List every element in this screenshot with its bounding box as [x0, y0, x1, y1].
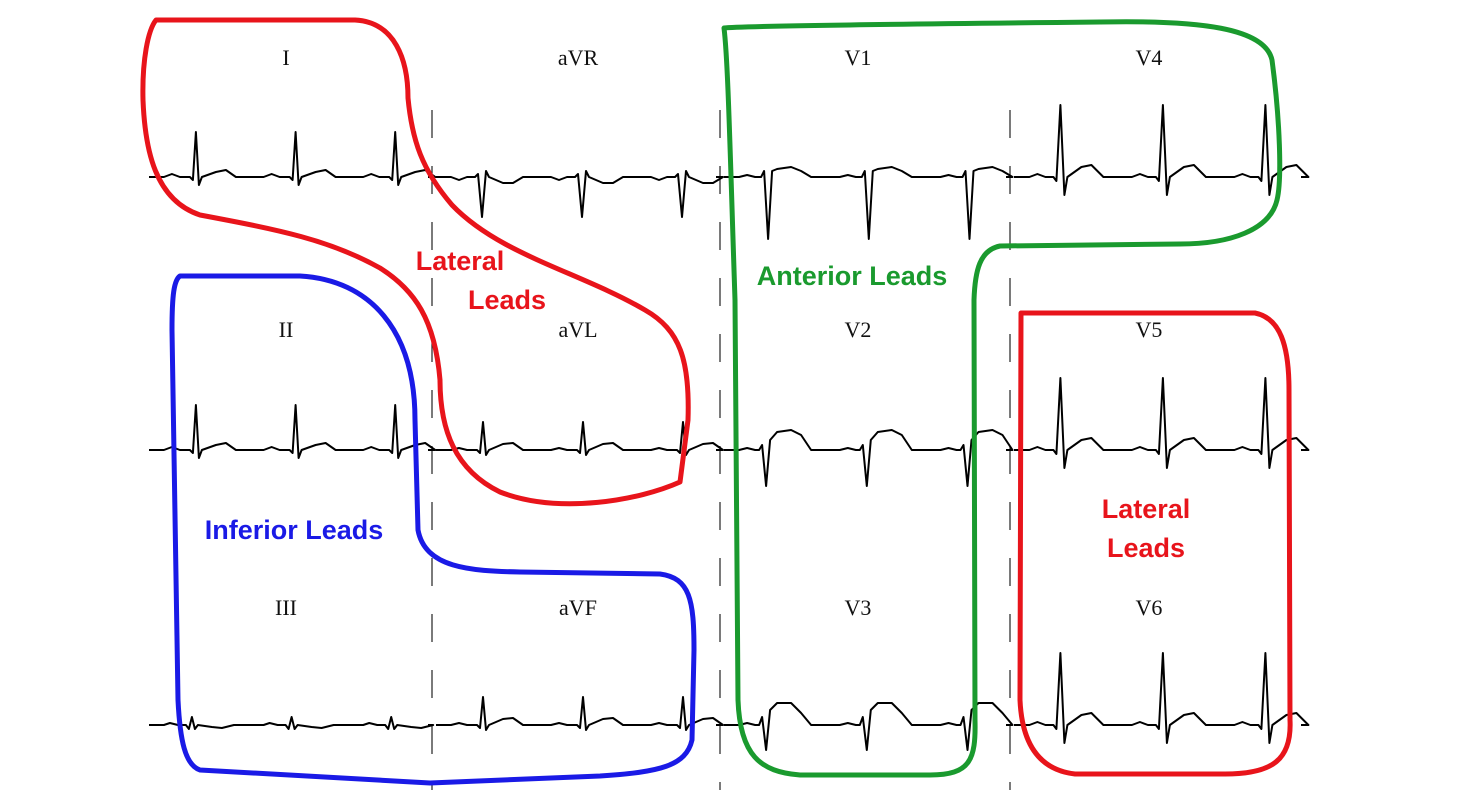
ecg-traces: [149, 104, 1310, 751]
ecg-trace-aVR: [436, 170, 724, 218]
lead-label-V5: V5: [1136, 317, 1163, 342]
ecg-trace-I: [149, 131, 437, 186]
lead-label-aVR: aVR: [558, 45, 599, 70]
ecg-trace-V6: [1014, 652, 1310, 744]
inferior-leads-label: Inferior Leads: [205, 515, 384, 545]
lateral-limb-label-line2: Leads: [468, 285, 546, 315]
ecg-trace-II: [149, 404, 437, 459]
lead-label-V4: V4: [1136, 45, 1163, 70]
lead-label-V1: V1: [845, 45, 872, 70]
lateral-limb-leads-outline: [140, 17, 691, 507]
lead-label-aVL: aVL: [558, 317, 597, 342]
ecg-trace-V2: [724, 429, 1014, 487]
lead-label-aVF: aVF: [559, 595, 597, 620]
ecg-trace-V5: [1014, 377, 1310, 469]
ecg-trace-V1: [724, 166, 1014, 240]
lead-label-II: II: [279, 317, 294, 342]
anterior-leads-outline: [721, 19, 1283, 778]
ecg-trace-V4: [1014, 104, 1310, 196]
ecg-trace-III: [149, 716, 435, 730]
lateral-chest-leads-outline: [1017, 310, 1293, 777]
lateral-chest-label-line1: Lateral: [1102, 494, 1191, 524]
lateral-limb-label-line1: Lateral: [416, 246, 505, 276]
lead-label-V6: V6: [1136, 595, 1163, 620]
lead-label-I: I: [282, 45, 289, 70]
ecg-trace-aVF: [436, 696, 724, 731]
lateral-chest-label-line2: Leads: [1107, 533, 1185, 563]
lead-label-V3: V3: [845, 595, 872, 620]
anterior-leads-label: Anterior Leads: [757, 261, 948, 291]
lead-label-III: III: [275, 595, 297, 620]
lead-label-V2: V2: [845, 317, 872, 342]
ecg-trace-aVL: [436, 421, 724, 456]
ecg-trace-V3: [724, 702, 1014, 751]
inferior-leads-outline: [169, 273, 697, 786]
